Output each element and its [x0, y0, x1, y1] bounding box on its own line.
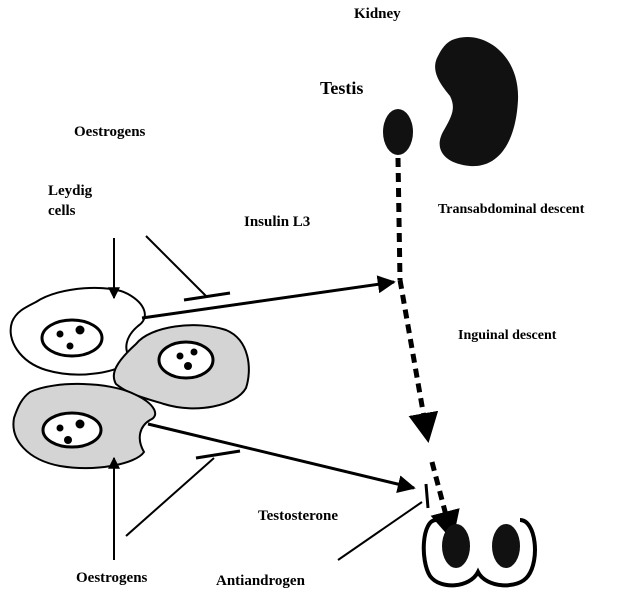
label-testosterone: Testosterone	[258, 508, 338, 525]
label-inguinal-descent: Inguinal descent	[458, 328, 556, 344]
nucleus-dot	[191, 349, 198, 356]
insulin-l3-arrow	[142, 282, 394, 318]
nucleus-dot	[76, 420, 85, 429]
antiandrogen-inhibition-line	[338, 502, 422, 560]
label-transabdominal-descent: Transabdominal descent	[438, 202, 584, 218]
label-oestrogens-top: Oestrogens	[74, 124, 145, 141]
label-kidney: Kidney	[354, 6, 401, 23]
descent-path-transabdominal	[398, 158, 400, 280]
label-leydig-line2: cells	[48, 203, 76, 220]
label-antiandrogen: Antiandrogen	[216, 573, 305, 590]
nucleus-dot	[184, 362, 192, 370]
leydig-nucleus-2	[159, 342, 213, 378]
oestrogen-inhibition-bar-bottom	[196, 451, 240, 458]
nucleus-dot	[57, 331, 64, 338]
label-oestrogens-bottom: Oestrogens	[76, 570, 147, 587]
leydig-nucleus-1	[42, 320, 102, 356]
nucleus-dot	[177, 353, 184, 360]
label-testis: Testis	[320, 78, 363, 99]
nucleus-dot	[76, 326, 85, 335]
testosterone-arrow	[148, 424, 414, 488]
oestrogen-inhibition-line-top	[146, 236, 206, 296]
oestrogen-inhibition-line-bottom	[126, 458, 214, 536]
kidney-shape	[435, 37, 518, 166]
testis-descended-left	[442, 524, 470, 568]
label-insulin-l3: Insulin L3	[244, 214, 310, 231]
descent-path-final	[432, 462, 452, 538]
testis-descended-right	[492, 524, 520, 568]
nucleus-dot	[67, 343, 74, 350]
label-leydig-line1: Leydig	[48, 183, 92, 200]
leydig-nucleus-3	[43, 413, 101, 447]
nucleus-dot	[57, 425, 64, 432]
oestrogen-inhibition-bar-top	[184, 293, 230, 300]
antiandrogen-inhibition-bar	[426, 484, 428, 508]
testis-upper	[383, 109, 413, 155]
nucleus-dot	[64, 436, 72, 444]
descent-path-inguinal	[400, 280, 428, 440]
